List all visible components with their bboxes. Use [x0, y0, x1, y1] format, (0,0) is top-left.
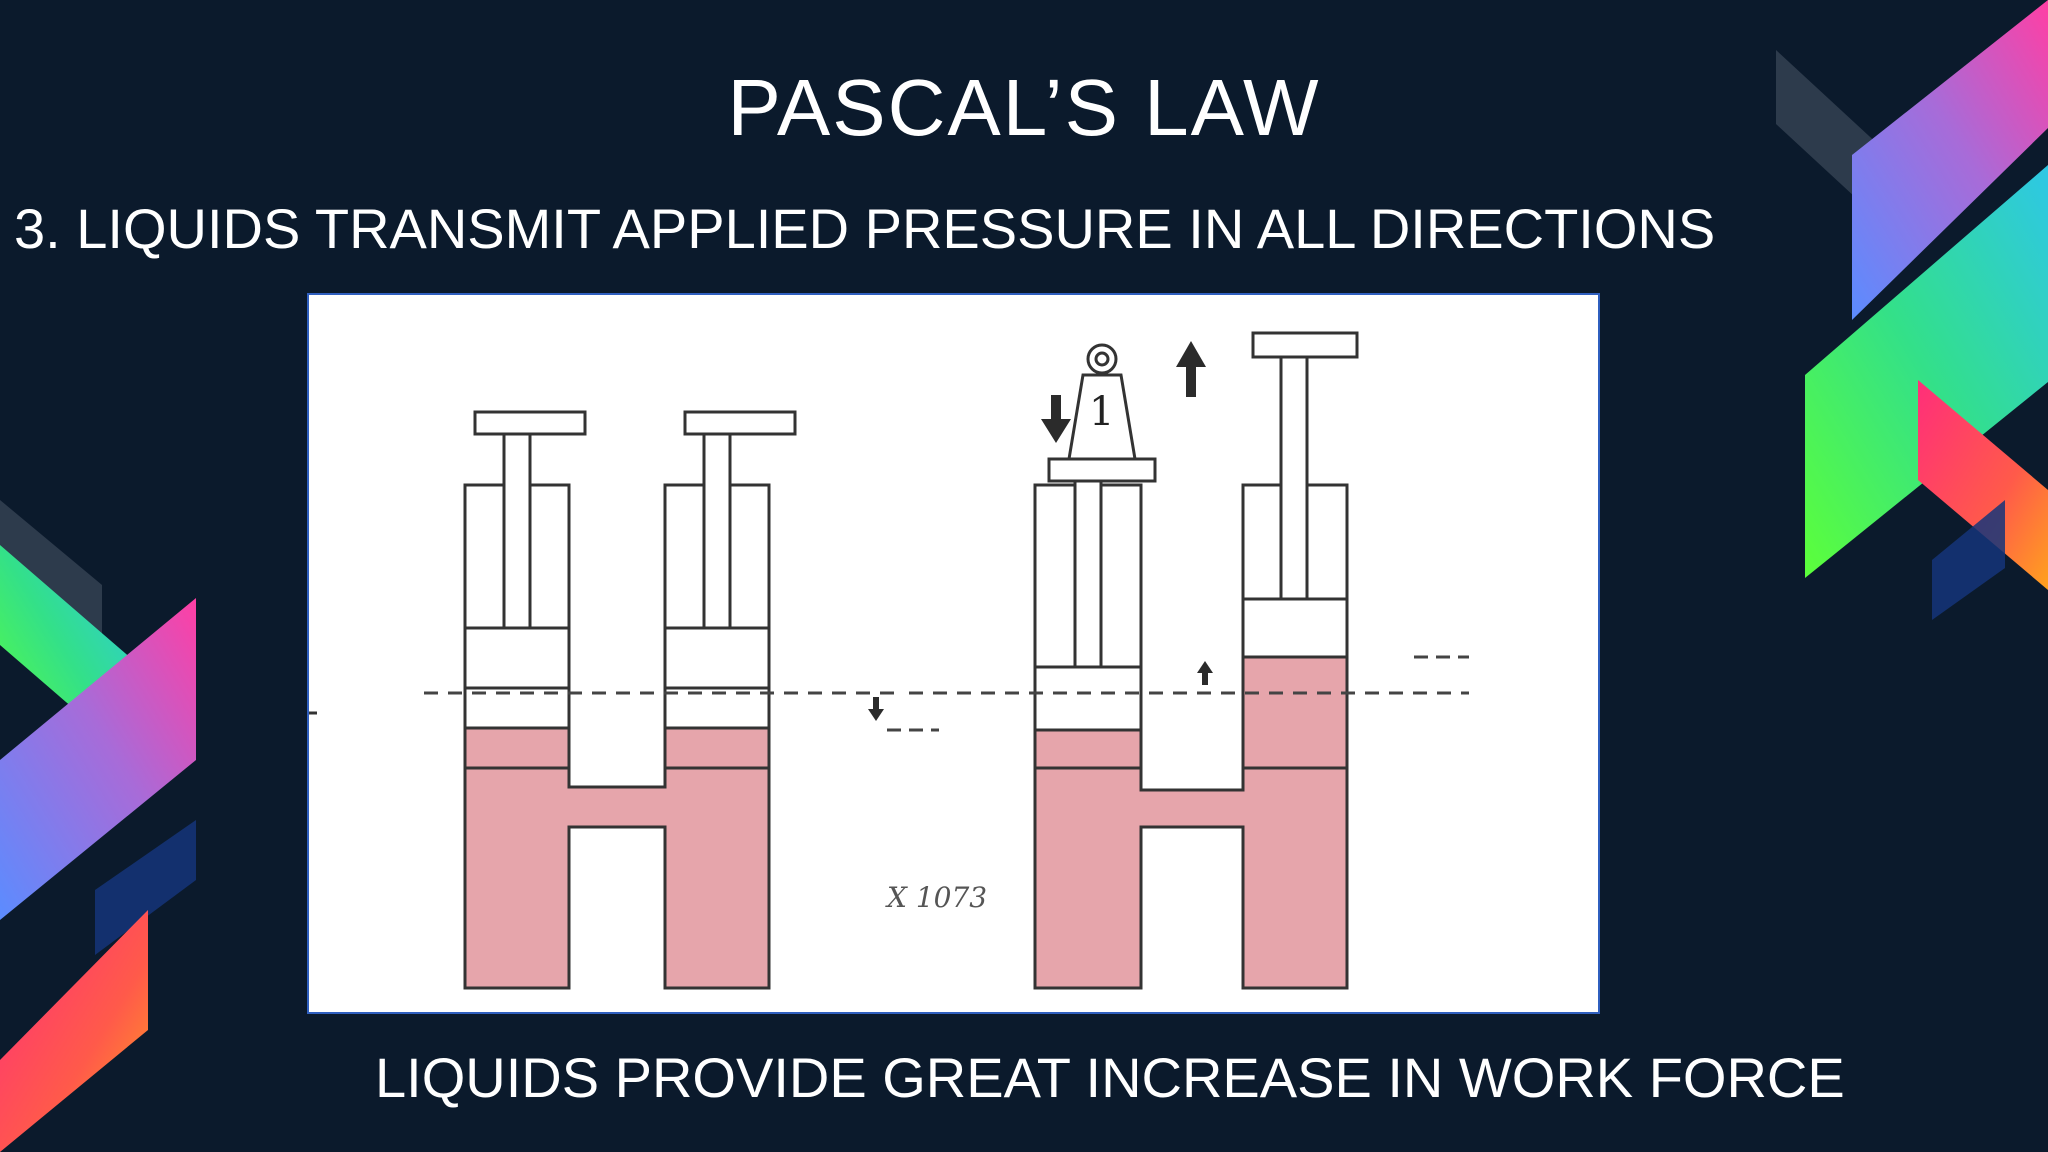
diagram-canvas: X 1073 1 [309, 331, 1469, 990]
piston-left-2 [663, 626, 771, 690]
handle-right-2 [1251, 331, 1359, 359]
deco-shape-pinkorange-left [0, 910, 148, 1152]
deco-shape-darkblue-left [95, 820, 196, 955]
small-up-arrow-icon [1197, 661, 1213, 685]
deco-shape-greencyan-right [1805, 165, 2048, 578]
piston-left-1 [463, 626, 571, 690]
rod-right-1 [1073, 479, 1103, 669]
weight-base [1047, 457, 1157, 483]
left-assembly [463, 410, 797, 990]
liquid-right [1033, 655, 1349, 990]
up-arrow-icon [1176, 341, 1206, 397]
slide-caption: LIQUIDS PROVIDE GREAT INCREASE IN WORK F… [375, 1046, 1845, 1109]
small-down-arrow-icon [868, 697, 884, 721]
liquid-left [463, 726, 771, 990]
deco-shape-pinkorange-right [1918, 380, 2048, 590]
deco-shape-bluepink-right [1852, 0, 2048, 320]
handle-left-1 [473, 410, 587, 436]
rod-left-2 [702, 428, 732, 630]
hydraulic-diagram: X 1073 1 [307, 293, 1600, 1014]
weight-body [1067, 373, 1137, 461]
right-assembly [1033, 331, 1359, 990]
rod-left-1 [502, 428, 532, 630]
deco-shape-darkblue-right [1932, 500, 2005, 620]
slide-title: PASCAL’S LAW [727, 63, 1321, 152]
weight-ring-inner [1094, 351, 1110, 367]
weight-label: 1 [1089, 389, 1114, 435]
deco-shape-bluepink-left [0, 598, 196, 920]
slide-subtitle: 3. LIQUIDS TRANSMIT APPLIED PRESSURE IN … [14, 197, 1716, 260]
piston-right-1 [1033, 665, 1143, 732]
piston-right-2 [1241, 597, 1349, 659]
rod-right-2 [1279, 351, 1309, 601]
figure-number-label: X 1073 [885, 881, 987, 914]
down-arrow-icon [1041, 395, 1071, 443]
handle-left-2 [683, 410, 797, 436]
